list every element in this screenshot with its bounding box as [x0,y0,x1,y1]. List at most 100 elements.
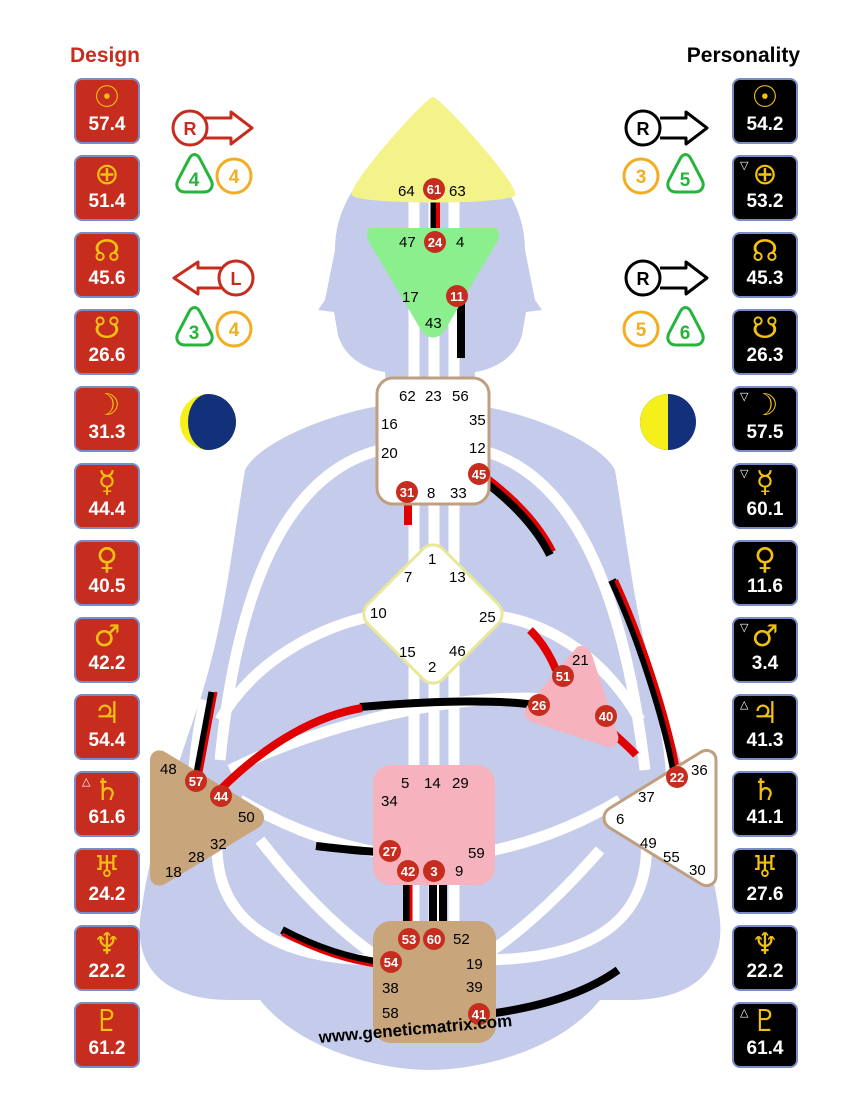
design-top-numbers: 4 4 [175,153,253,195]
north-node-icon: ☊ [751,234,779,269]
planet-value: 24.2 [88,884,126,905]
active-gate-label: 54 [384,955,399,970]
arrow-letter: L [231,269,242,289]
design-bottom-numbers: 3 4 [175,306,253,348]
planet-value: 27.6 [746,884,784,905]
spleen-center [150,750,264,886]
color-number: 4 [229,167,240,188]
personality-header: Personality [686,44,800,67]
design-planet-jupiter: ♃54.4 [74,694,140,760]
active-gate-label: 51 [556,669,570,684]
gate-labels: 64 63 47 4 17 43 62 23 56 16 35 20 12 8 … [160,183,708,1022]
gate-label: 10 [370,605,387,622]
pers-planet-saturn: ♄41.1 [732,771,798,837]
planet-value: 44.4 [88,499,126,520]
gate-label: 30 [689,862,706,879]
planet-value: 41.1 [746,807,784,828]
personality-top-numbers: 3 5 [622,153,705,195]
pers-planet-earth: ▽⊕53.2 [732,155,798,221]
sun-icon: ☉ [751,80,779,115]
active-gate-marker [424,231,446,253]
planet-value: 57.5 [746,422,784,443]
tone-number: 4 [189,170,200,191]
planet-value: 22.2 [746,961,784,982]
jupiter-icon: ♃ [93,696,121,731]
active-gates: 61 24 11 45 31 51 26 40 57 44 22 27 42 3… [185,178,688,1025]
design-planet-earth: ⊕51.4 [74,155,140,221]
gate-label: 1 [428,551,436,568]
south-node-icon: ☋ [751,311,779,346]
gate-label: 55 [663,849,680,866]
g-center [362,543,504,685]
design-header: Design [70,44,141,67]
color-number: 4 [229,320,240,341]
ajna-center [367,228,499,338]
design-planet-saturn: △♄61.6 [74,771,140,837]
gate-label: 64 [398,183,415,200]
design-planet-mercury: ☿44.4 [74,463,140,529]
planet-value: 31.3 [88,422,126,443]
gate-label: 48 [160,761,177,778]
arrow-letter: R [637,119,650,139]
retro-mark: △ [740,1007,749,1019]
pers-planet-uranus: ♅27.6 [732,848,798,914]
retro-mark: △ [82,776,91,788]
active-gate-label: 42 [401,864,415,879]
pluto-icon: ♇ [93,1004,121,1039]
active-gate-label: 26 [532,698,546,713]
pers-planet-venus: ♀11.6 [732,540,798,606]
tone-number: 3 [189,323,200,344]
gate-label: 58 [382,1005,399,1022]
design-planet-neptune: ♆22.2 [74,925,140,991]
active-gate-marker [423,860,445,882]
active-gate-label: 11 [450,289,464,304]
active-gate-label: 27 [383,844,397,859]
retro-mark: ▽ [740,468,749,480]
gate-label: 7 [404,569,412,586]
earth-icon: ⊕ [752,157,778,192]
gate-label: 25 [479,609,496,626]
gate-label: 56 [452,388,469,405]
color-number: 3 [636,167,647,188]
gate-label: 43 [425,315,442,332]
planet-value: 53.2 [746,191,784,212]
active-gate-label: 31 [400,485,414,500]
active-gate-marker [185,770,207,792]
color-number: 5 [636,320,647,341]
active-gate-marker [446,285,468,307]
active-gate-label: 53 [402,932,416,947]
active-gate-label: 40 [599,709,613,724]
design-bottom-arrow: L [172,259,255,297]
gate-label: 33 [450,485,467,502]
sacral-center [373,765,495,885]
gate-label: 19 [466,956,483,973]
planet-value: 61.2 [88,1038,126,1059]
active-gate-label: 22 [670,770,684,785]
mercury-icon: ☿ [97,465,117,500]
heart-center [524,645,619,748]
gate-label: 18 [165,864,182,881]
design-moon-phase-icon [180,394,236,450]
gate-label: 59 [468,845,485,862]
solar-plexus-center [602,748,718,888]
pers-planet-pluto: △♇61.4 [732,1002,798,1068]
neptune-icon: ♆ [751,927,779,962]
planet-value: 41.3 [746,730,784,751]
sun-icon: ☉ [93,80,121,115]
active-gate-marker [379,840,401,862]
north-node-icon: ☊ [93,234,121,269]
pers-planet-neptune: ♆22.2 [732,925,798,991]
mars-icon: ♂ [751,619,779,654]
gate-label: 37 [638,789,655,806]
retro-mark: △ [740,699,749,711]
neptune-icon: ♆ [93,927,121,962]
active-gate-label: 57 [189,774,203,789]
planet-value: 45.6 [88,268,126,289]
gate-label: 5 [401,775,409,792]
active-gate-label: 24 [428,235,443,250]
design-top-arrow: R [171,109,254,147]
design-planet-sun: ☉57.4 [74,78,140,144]
gate-label: 38 [382,980,399,997]
pers-planet-north-node: ☊45.3 [732,232,798,298]
earth-icon: ⊕ [94,157,120,192]
